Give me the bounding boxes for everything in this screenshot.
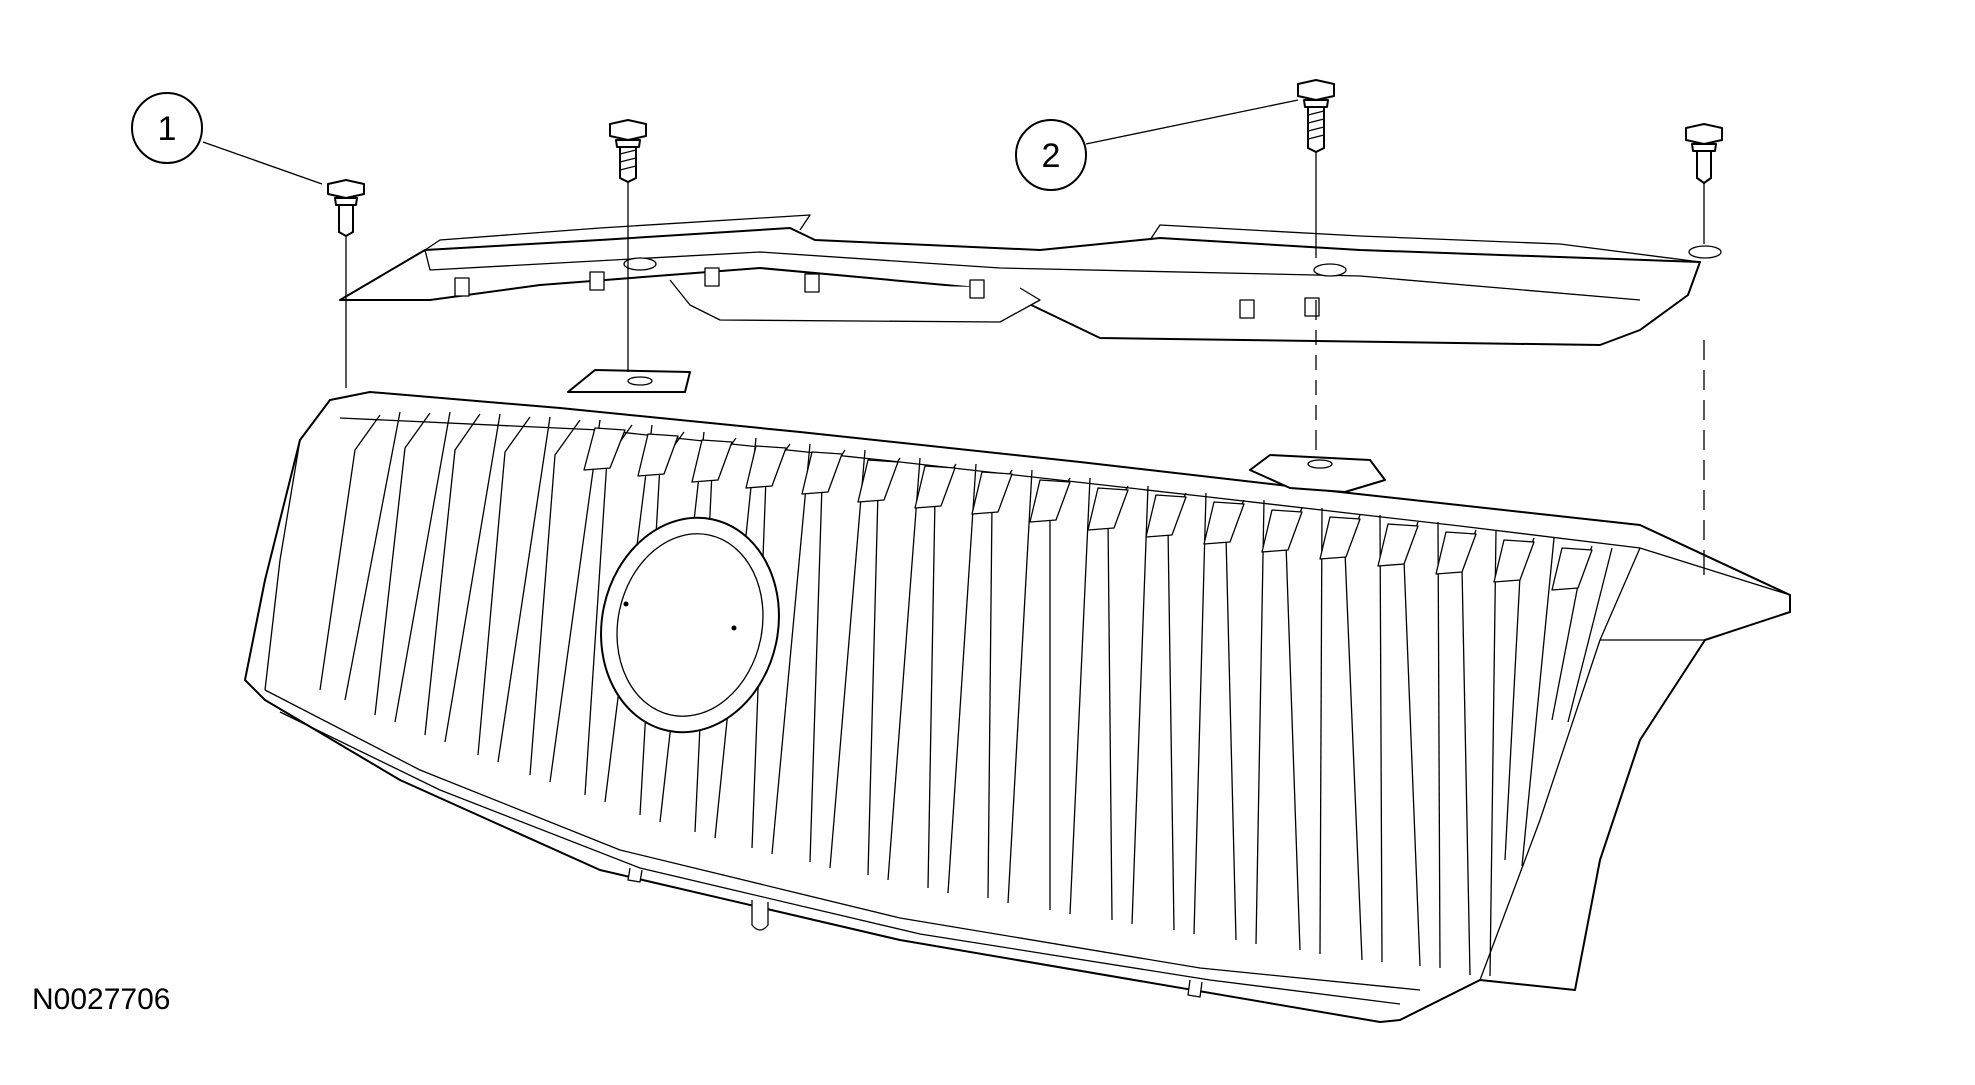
figure-id: N0027706 bbox=[32, 983, 171, 1016]
upper-grille-support-panel bbox=[339, 214, 1722, 346]
bolt-2-left bbox=[609, 119, 647, 372]
bolt-4-right bbox=[1685, 123, 1723, 575]
grille-emblem bbox=[600, 516, 780, 734]
radiator-grille-assembly bbox=[244, 369, 1791, 1023]
grille-top-slots bbox=[583, 427, 1593, 591]
callout-1-label: 1 bbox=[158, 110, 177, 148]
bolt-2-long bbox=[1297, 79, 1335, 450]
callout-2-label: 2 bbox=[1042, 137, 1061, 175]
callout-2: 2 bbox=[1015, 99, 1299, 191]
callout-1: 1 bbox=[131, 92, 323, 185]
bolt-1-short bbox=[327, 179, 365, 388]
